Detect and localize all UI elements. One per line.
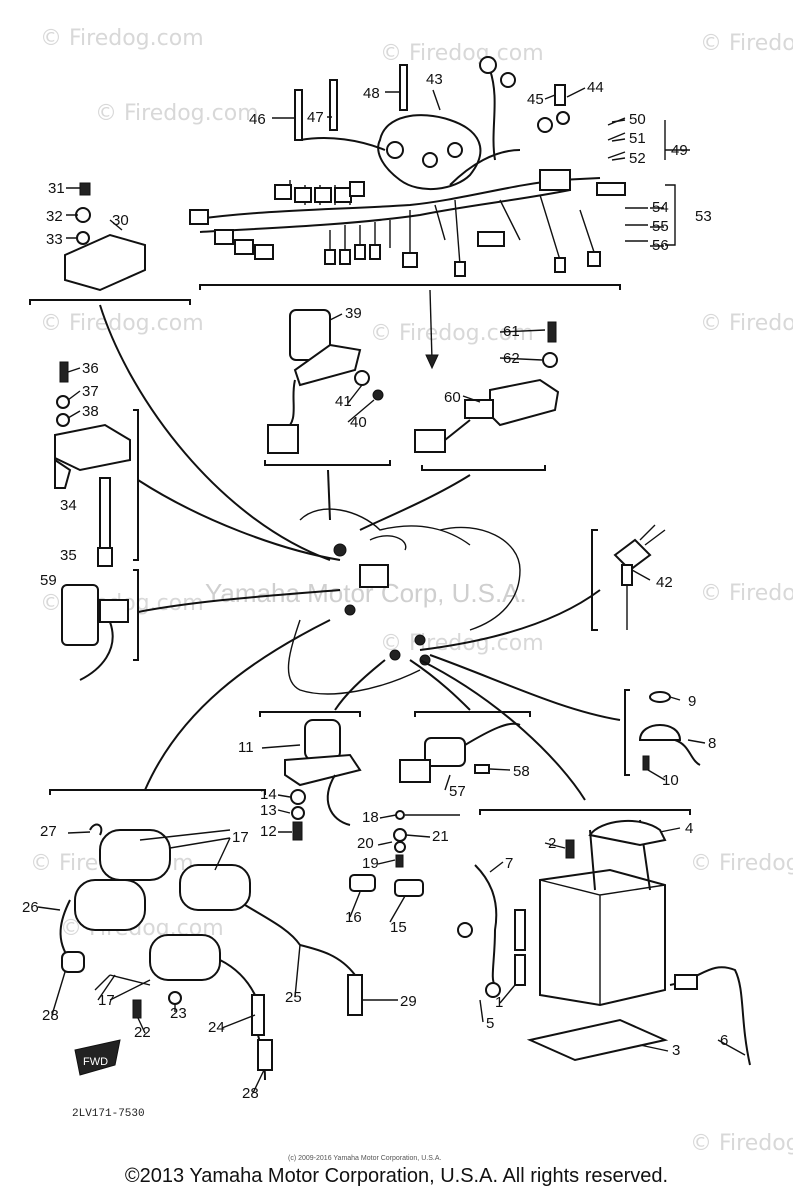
watermark-l2: © Firedog.com (95, 101, 259, 126)
neutral-switch-lead (591, 524, 666, 631)
leader-lines (37, 87, 746, 1094)
callout-51: 51 (629, 130, 646, 147)
watermark-tl: © Firedog.com (40, 26, 204, 51)
callout-53: 53 (695, 208, 712, 225)
callout-22: 22 (134, 1024, 151, 1041)
callout-40: 40 (350, 414, 367, 431)
callout-38: 38 (82, 403, 99, 420)
callout-21: 21 (432, 828, 449, 845)
watermark-r3: © Firedog.com (700, 311, 793, 336)
callout-50: 50 (629, 111, 646, 128)
callout-37: 37 (82, 383, 99, 400)
watermark-r6: © Firedog.com (690, 1131, 793, 1156)
fwd-arrow: FWD (74, 1039, 121, 1076)
copyright-footer: ©2013 Yamaha Motor Corporation, U.S.A. A… (124, 1165, 669, 1187)
callout-13: 13 (260, 802, 277, 819)
ignition-coils (49, 789, 363, 1081)
callout-5: 5 (486, 1015, 494, 1032)
callout-24: 24 (208, 1019, 225, 1036)
diagram-code: 2LV171-7530 (72, 1108, 145, 1120)
callout-60: 60 (444, 389, 461, 406)
callout-33: 33 (46, 231, 63, 248)
callout-4: 4 (685, 820, 693, 837)
callout-14: 14 (260, 786, 277, 803)
callout-11: 11 (238, 739, 254, 756)
relay-unit (359, 321, 560, 531)
wire-harness (189, 56, 626, 370)
callout-34: 34 (60, 497, 77, 514)
starter-relay (399, 711, 531, 783)
callout-numbers: 1 2 3 4 5 6 7 8 9 10 11 12 13 14 15 16 1… (22, 71, 728, 1102)
watermark-l3: © Firedog.com (40, 311, 204, 336)
callout-3: 3 (672, 1042, 680, 1059)
callout-29: 29 (400, 993, 417, 1010)
callout-8: 8 (708, 735, 716, 752)
oil-level-switch (259, 711, 362, 841)
callout-59: 59 (40, 572, 57, 589)
fine-print: (c) 2009-2016 Yamaha Motor Corporation, … (288, 1155, 441, 1162)
harness-fasteners (294, 64, 676, 246)
callout-46: 46 (249, 111, 266, 128)
watermark-tr: © Firedog.com (700, 31, 793, 56)
callout-15: 15 (390, 919, 407, 936)
callout-39: 39 (345, 305, 362, 322)
fwd-label: FWD (83, 1056, 108, 1068)
callout-58: 58 (513, 763, 530, 780)
callout-42: 42 (656, 574, 673, 591)
callout-7: 7 (505, 855, 513, 872)
callout-48: 48 (363, 85, 380, 102)
callout-17b: 17 (98, 992, 115, 1009)
callout-12: 12 (260, 823, 277, 840)
frame-outline (144, 508, 621, 801)
rectifier-regulator (54, 361, 341, 567)
watermark-c3: © Firedog.com (370, 321, 534, 346)
main-switch (264, 309, 391, 521)
callout-52: 52 (629, 150, 646, 167)
callout-20: 20 (357, 835, 374, 852)
callout-17a: 17 (232, 829, 249, 846)
callout-16: 16 (345, 909, 362, 926)
callout-44: 44 (587, 79, 604, 96)
callout-9: 9 (688, 693, 696, 710)
callout-57: 57 (449, 783, 466, 800)
callout-30: 30 (112, 212, 129, 229)
callout-1: 1 (495, 994, 503, 1011)
horn-assembly (624, 689, 701, 776)
ignitor-unit (29, 182, 331, 561)
callout-31: 31 (48, 180, 65, 197)
callout-36: 36 (82, 360, 99, 377)
callout-10: 10 (662, 772, 679, 789)
callout-32: 32 (46, 208, 63, 225)
callout-25: 25 (285, 989, 302, 1006)
callout-43: 43 (426, 71, 443, 88)
watermark-r4: © Firedog.com (700, 581, 793, 606)
watermark-r5: © Firedog.com (690, 851, 793, 876)
callout-45: 45 (527, 91, 544, 108)
callout-28a: 28 (42, 1007, 59, 1024)
callout-26: 26 (22, 899, 39, 916)
callout-23: 23 (170, 1005, 187, 1022)
callout-18: 18 (362, 809, 379, 826)
misc-small-parts (349, 810, 460, 897)
callout-19: 19 (362, 855, 379, 872)
callout-47: 47 (307, 109, 324, 126)
callout-6: 6 (720, 1032, 728, 1049)
battery-assembly (457, 809, 751, 1066)
callout-2: 2 (548, 835, 556, 852)
callout-27: 27 (40, 823, 57, 840)
flasher-relay (61, 569, 341, 681)
watermark-tc: © Firedog.com (380, 41, 544, 66)
callout-41: 41 (335, 393, 352, 410)
callout-35: 35 (60, 547, 77, 564)
